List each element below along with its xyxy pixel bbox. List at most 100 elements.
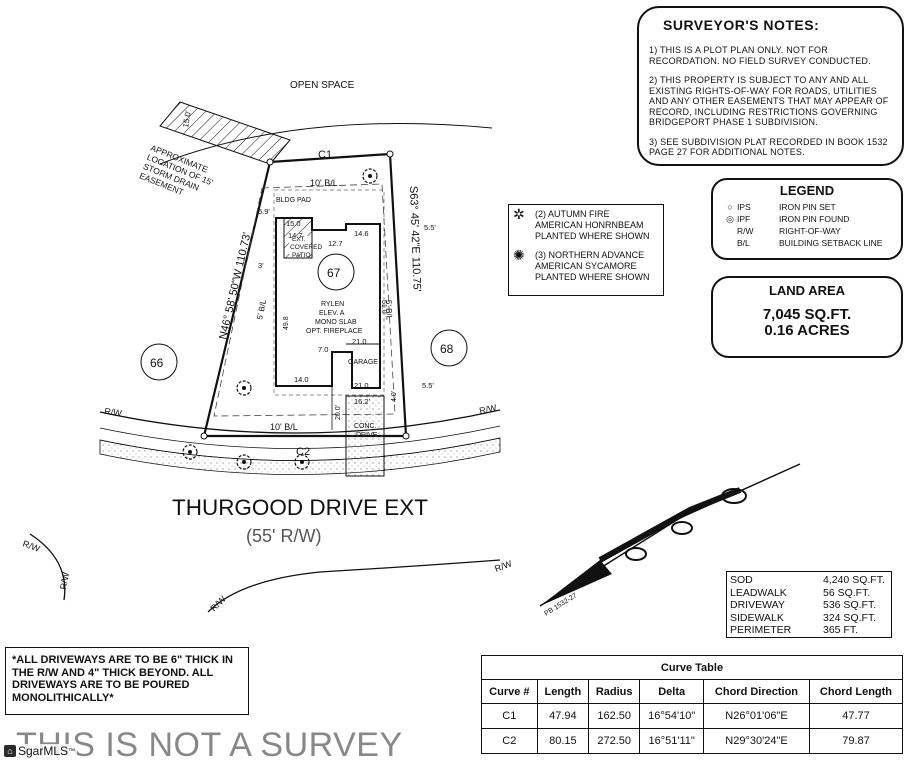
legend-item-ips: ○ IPS IRON PIN SET: [723, 201, 891, 213]
legend-panel: LEGEND ○ IPS IRON PIN SET ◎ IPF IRON PIN…: [711, 178, 903, 260]
setback-line: [213, 183, 396, 417]
dim-label: 6.9': [258, 207, 270, 216]
plantings-legend: ✲ (2) AUTUMN FIRE AMERICAN HONRNBEAM PLA…: [508, 204, 664, 296]
tree-icon: ✲: [513, 206, 525, 222]
curve-c1-label: C1: [318, 149, 332, 161]
dim-label: 15.0: [286, 219, 301, 228]
iron-pin-nw: [266, 158, 274, 166]
tree-icon: [182, 444, 198, 460]
patio-label-2: COVERED: [290, 244, 322, 251]
patio-label-3: PATIO: [292, 252, 311, 259]
dim-label: 5.5': [424, 223, 436, 232]
dim-label: 5.5': [422, 381, 434, 390]
house-label-1: RYLEN: [321, 301, 344, 308]
road-name-label: THURGOOD DRIVE EXT: [172, 495, 428, 520]
rear-setback-label: 10' B/L: [310, 178, 338, 188]
dim-label: 3': [258, 261, 264, 270]
iron-pin-found-icon: ◎: [726, 213, 734, 224]
dim-label: 16.2': [354, 397, 371, 406]
lot-66-label: 66: [150, 356, 164, 370]
tree-icon: ✺: [513, 247, 525, 263]
lot-66-circle: [140, 343, 178, 381]
covered-patio-label-bg: [289, 236, 311, 254]
plat-reference-ribbon: [598, 487, 742, 563]
dim-label: 14.7: [288, 231, 303, 240]
dim-label: 4.0': [391, 391, 398, 402]
curve-table-title: Curve Table: [481, 655, 903, 680]
conc-drive-label-2: DRIVE: [356, 432, 378, 439]
lot-68-label: 68: [440, 342, 454, 356]
iron-pin-set-icon: ○: [727, 202, 733, 212]
dim-label: 14.6: [354, 229, 369, 238]
lot-67-label: 67: [327, 266, 341, 280]
iron-pin-sw: [200, 432, 208, 440]
house-label-2: ELEV. A: [319, 310, 345, 317]
surveyor-notes-title: SURVEYOR'S NOTES:: [663, 17, 820, 33]
house-label-3: MONO SLAB: [315, 319, 357, 326]
road-row-north: [99, 409, 501, 434]
road-sidewalk-1: [99, 425, 501, 449]
dim-label: 49.8: [283, 316, 290, 330]
conc-drive-label-1: CONC.: [354, 423, 377, 430]
planting-item-sycamore: ✺ (3) NORTHERN ADVANCE AMERICAN SYCAMORE…: [513, 247, 650, 282]
house-label-4: OPT. FIREPLACE: [306, 328, 363, 335]
surveyor-note-1: 1) THIS IS A PLOT PLAN ONLY. NOT FOR REC…: [649, 45, 871, 66]
road-sidewalk-band: [99, 437, 501, 475]
iron-pin-ne: [386, 150, 394, 158]
legend-item-row: R/W RIGHT-OF-WAY: [737, 226, 841, 236]
driveway-note: *ALL DRIVEWAYS ARE TO BE 6" THICK IN THE…: [5, 647, 249, 715]
planting-item-hornbeam: ✲ (2) AUTUMN FIRE AMERICAN HONRNBEAM PLA…: [513, 206, 650, 241]
concrete-driveway: [345, 395, 385, 477]
patio-label-1: EXT.: [292, 236, 306, 243]
open-space-boundary: [159, 123, 493, 165]
row-arc-bottom: [207, 559, 501, 613]
legend-item-ipf: ◎ IPF IRON PIN FOUND: [723, 213, 891, 225]
row-label-left-2: R/W: [58, 571, 71, 590]
land-area-sqft: 7,045 SQ.FT.: [762, 306, 852, 323]
garage-label: GARAGE: [348, 359, 378, 366]
tree-icon: [236, 380, 252, 396]
dim-label: 14.0: [294, 375, 309, 384]
dim-label: 21.0: [352, 337, 367, 346]
mls-logo-icon: ⌂: [4, 745, 16, 757]
row-label-bottom-1: R/W: [208, 594, 228, 614]
iron-pin-se: [402, 432, 410, 440]
plat-loop-3: [721, 488, 747, 504]
open-space-label: OPEN SPACE: [290, 80, 355, 91]
dim-label: 51.0: [380, 300, 387, 314]
land-area-title: LAND AREA: [768, 283, 846, 298]
land-area-panel: LAND AREA 7,045 SQ.FT. 0.16 ACRES: [711, 276, 903, 358]
tree-icon: [236, 454, 252, 470]
plat-loop-1: [625, 547, 647, 561]
curve-c2-label: C2: [296, 446, 310, 458]
side-setback-w-label: 5' B/L: [255, 298, 268, 320]
building-pad: [273, 189, 385, 396]
not-a-survey-watermark: THIS IS NOT A SURVEY: [16, 726, 403, 764]
dim-label: 7.0: [318, 345, 328, 354]
easement-dim-label: 15.0': [181, 109, 193, 128]
surveyor-note-2: 2) THIS PROPERTY IS SUBJECT TO ANY AND A…: [649, 75, 889, 127]
lot-68-circle: [430, 329, 468, 367]
side-setback-e-label: 5' B/L: [384, 300, 394, 321]
front-setback-label: 10' B/L: [270, 422, 298, 432]
dim-label: 12.7: [328, 239, 343, 248]
tree-icon: [362, 168, 378, 184]
lot-67-circle: [317, 253, 355, 291]
dim-label: 20.0': [335, 405, 342, 420]
west-bearing-label: N46° 58' 50"W 110.73': [217, 231, 253, 340]
road-row-label: (55' R/W): [246, 526, 321, 546]
east-bearing-label: S63° 45' 42"E 110.75': [407, 186, 423, 292]
plat-reference-arrowhead: [540, 560, 612, 606]
row-arc-left: [29, 533, 66, 601]
surveyor-note-3: 3) SEE SUBDIVISION PLAT RECORDED IN BOOK…: [649, 136, 888, 158]
